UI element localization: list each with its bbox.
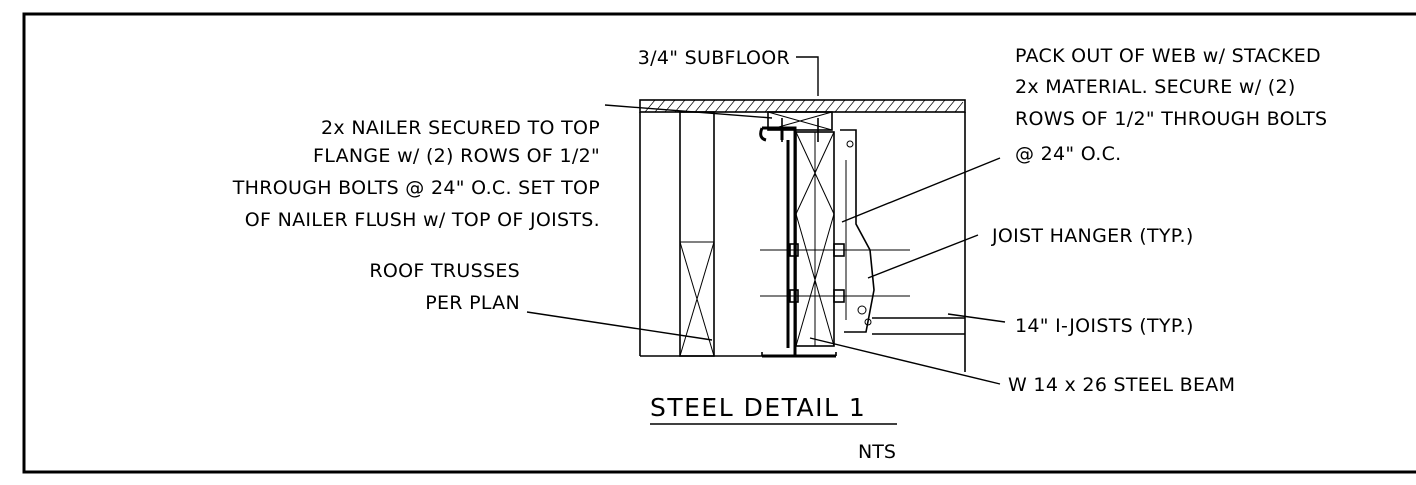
subfloor-hatch bbox=[644, 99, 964, 113]
leader-joists bbox=[947, 313, 1006, 323]
roof-truss bbox=[640, 111, 765, 357]
scale-label: NTS bbox=[858, 441, 896, 463]
annotations: 3/4" SUBFLOOR 2x NAILER SECURED TO TOP F… bbox=[232, 45, 1327, 463]
svg-text:OF NAILER FLUSH w/ TOP OF JOIS: OF NAILER FLUSH w/ TOP OF JOISTS. bbox=[245, 209, 600, 231]
svg-text:THROUGH BOLTS @ 24" O.C. SET T: THROUGH BOLTS @ 24" O.C. SET TOP bbox=[232, 177, 600, 199]
joists-note: 14" I-JOISTS (TYP.) bbox=[1015, 315, 1194, 337]
beam-note: W 14 x 26 STEEL BEAM bbox=[1008, 374, 1235, 396]
section-drawing bbox=[639, 99, 966, 372]
svg-text:ROWS OF 1/2" THROUGH BOLTS: ROWS OF 1/2" THROUGH BOLTS bbox=[1015, 108, 1327, 130]
svg-text:FLANGE w/ (2) ROWS OF 1/2": FLANGE w/ (2) ROWS OF 1/2" bbox=[313, 145, 600, 167]
joist-hanger bbox=[840, 129, 875, 333]
i-joist bbox=[872, 317, 965, 335]
svg-text:2x NAILER SECURED TO TOP: 2x NAILER SECURED TO TOP bbox=[321, 117, 600, 139]
svg-text:2x MATERIAL. SECURE w/ (2): 2x MATERIAL. SECURE w/ (2) bbox=[1015, 76, 1296, 98]
top-nailer bbox=[767, 111, 833, 131]
steel-beam bbox=[759, 126, 837, 358]
pack-out bbox=[795, 131, 835, 347]
leader-beam bbox=[809, 337, 1001, 385]
svg-text:ROOF TRUSSES: ROOF TRUSSES bbox=[369, 260, 520, 282]
leader-nailer bbox=[604, 104, 773, 119]
leader-hanger bbox=[867, 234, 979, 279]
svg-text:PACK OUT OF WEB w/ STACKED: PACK OUT OF WEB w/ STACKED bbox=[1015, 45, 1321, 67]
packout-note: PACK OUT OF WEB w/ STACKED 2x MATERIAL. … bbox=[1015, 45, 1327, 165]
trusses-note: ROOF TRUSSES PER PLAN bbox=[369, 260, 520, 314]
leaders bbox=[526, 56, 1006, 385]
through-bolts bbox=[760, 118, 910, 303]
hanger-note: JOIST HANGER (TYP.) bbox=[991, 225, 1194, 247]
sheet-border bbox=[22, 12, 1416, 474]
svg-text:PER PLAN: PER PLAN bbox=[425, 292, 520, 314]
leader-subfloor bbox=[796, 56, 819, 96]
svg-text:@ 24" O.C.: @ 24" O.C. bbox=[1015, 143, 1122, 165]
leader-trusses bbox=[526, 311, 713, 341]
subfloor-note: 3/4" SUBFLOOR bbox=[638, 47, 790, 69]
leader-packout bbox=[841, 157, 1001, 223]
detail-title: STEEL DETAIL 1 bbox=[650, 393, 866, 422]
nailer-note: 2x NAILER SECURED TO TOP FLANGE w/ (2) R… bbox=[232, 117, 600, 231]
